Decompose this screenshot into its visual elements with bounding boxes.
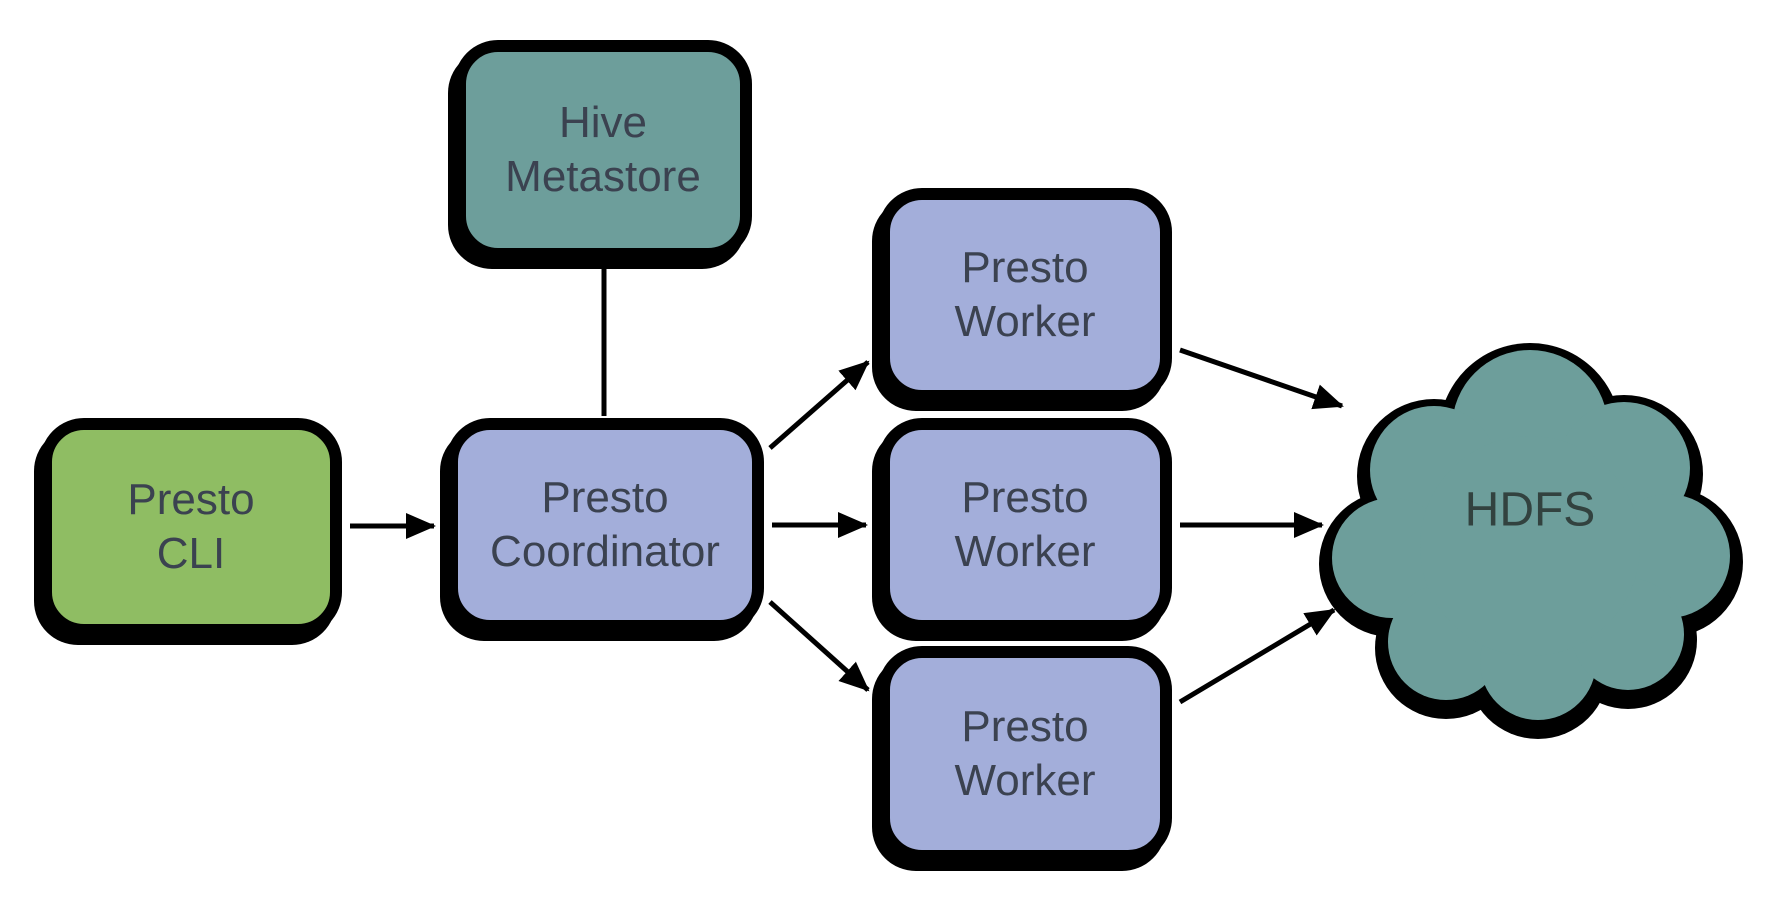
node-hdfs-label: HDFS — [1464, 483, 1596, 537]
edge-presto-coordinator-to-presto-worker-1 — [768, 360, 870, 450]
hdfs-cloud-shape — [1319, 343, 1743, 739]
node-presto-worker-1-label-line-1: Presto — [961, 243, 1089, 293]
node-presto-worker-2[interactable]: Presto Worker — [878, 418, 1172, 632]
node-hive-metastore-label-line-2: Metastore — [505, 152, 701, 201]
edge-presto-coordinator-to-presto-worker-3 — [768, 600, 870, 692]
node-presto-worker-1-label-line-2: Worker — [954, 297, 1096, 346]
edge-presto-worker-3-to-hdfs — [1178, 607, 1336, 705]
node-presto-worker-3-label-line-2: Worker — [954, 756, 1096, 805]
node-hive-metastore[interactable]: Hive Metastore — [454, 40, 752, 260]
node-presto-cli-label-line-1: Presto — [127, 475, 255, 525]
node-presto-worker-3-label-line-1: Presto — [961, 702, 1089, 752]
node-presto-cli[interactable]: Presto CLI — [40, 418, 342, 636]
node-hdfs[interactable]: HDFS — [1316, 318, 1744, 754]
node-presto-cli-label-line-2: CLI — [156, 529, 226, 578]
node-presto-worker-2-label-line-2: Worker — [954, 527, 1096, 576]
node-presto-coordinator-label-line-1: Presto — [541, 473, 669, 523]
node-presto-worker-3[interactable]: Presto Worker — [878, 646, 1172, 862]
node-presto-worker-1[interactable]: Presto Worker — [878, 188, 1172, 402]
node-presto-coordinator[interactable]: Presto Coordinator — [446, 418, 764, 632]
node-hive-metastore-label-line-1: Hive — [558, 98, 648, 148]
cloud-fill — [1332, 350, 1730, 720]
node-presto-coordinator-label-line-2: Coordinator — [490, 527, 720, 576]
node-presto-worker-2-label-line-1: Presto — [961, 473, 1089, 523]
